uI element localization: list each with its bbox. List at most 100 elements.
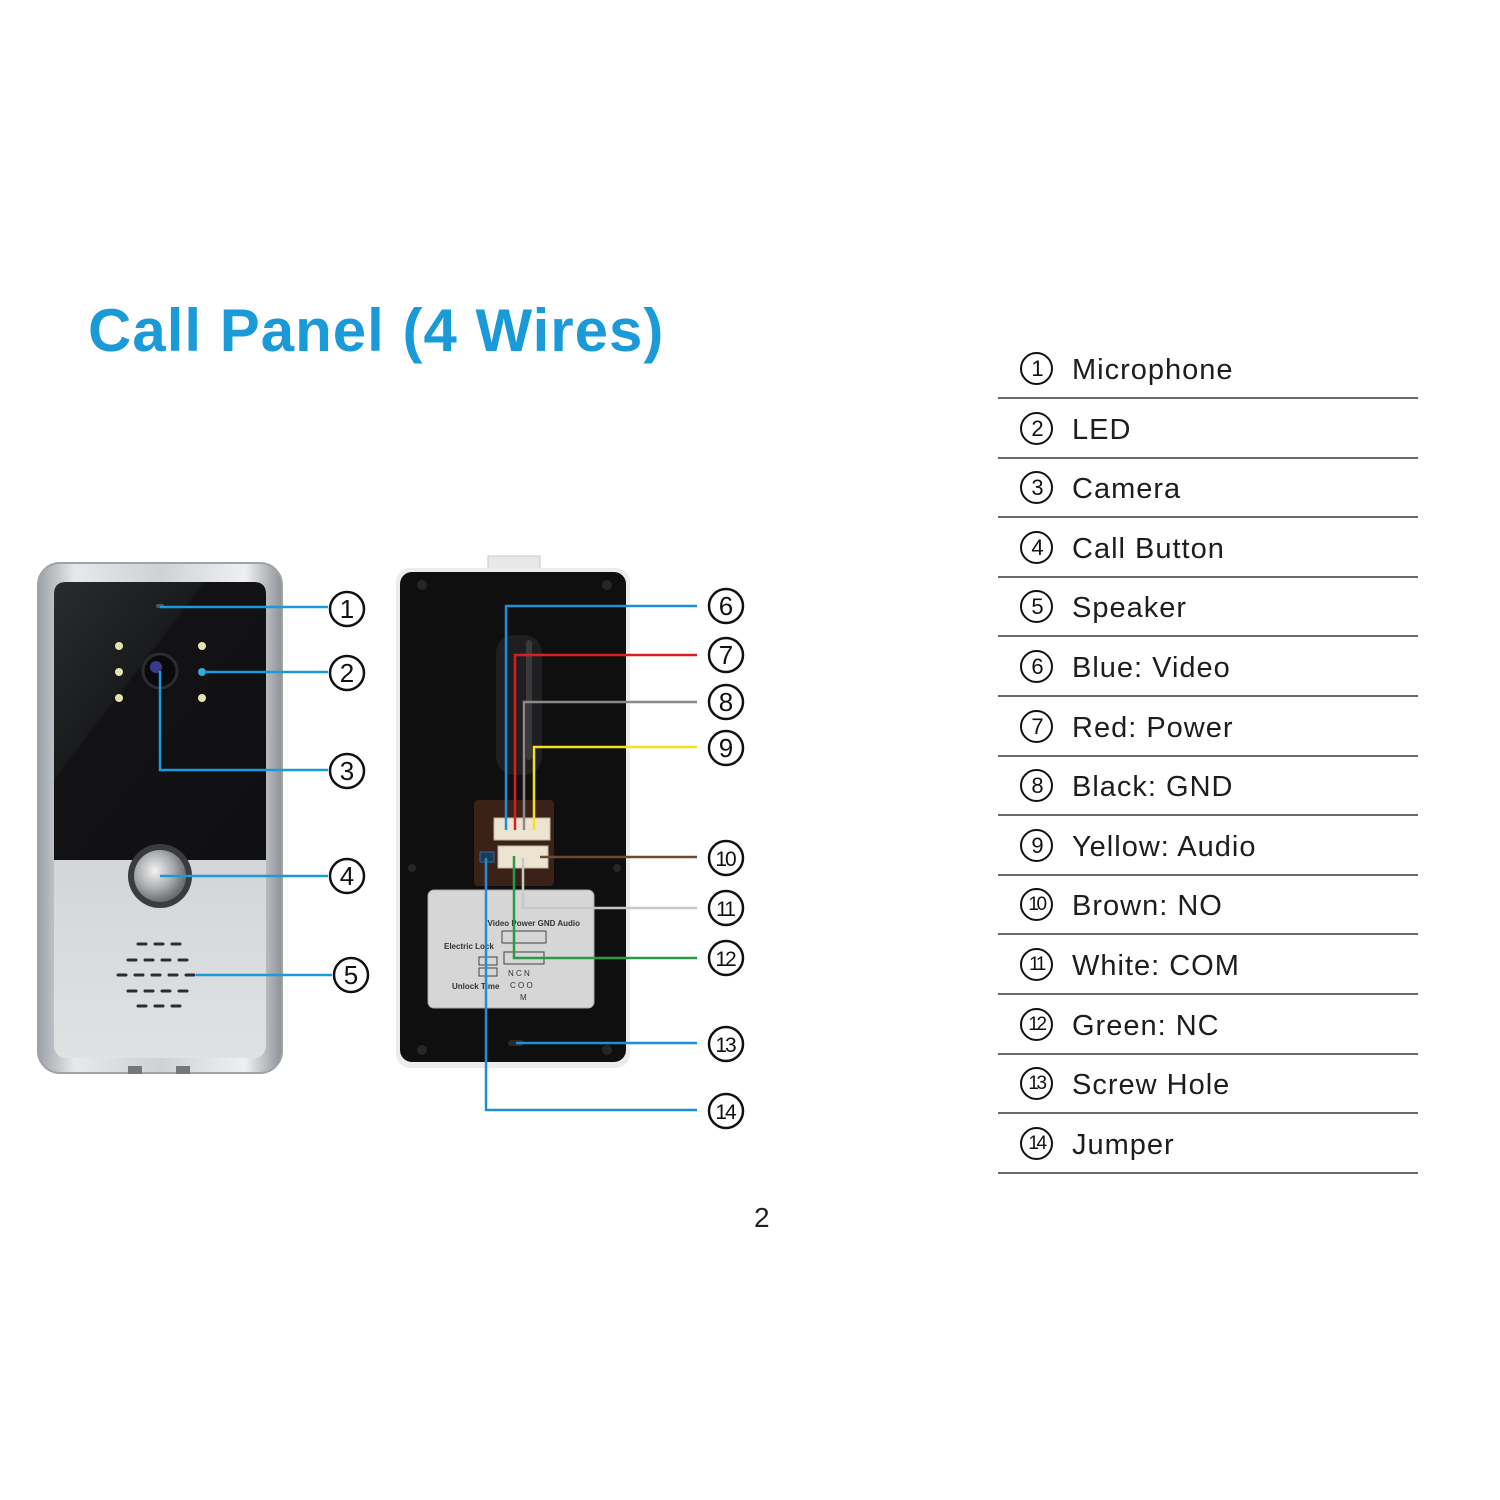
legend-number: 3 — [1020, 471, 1053, 505]
speaker-grille — [116, 942, 196, 1008]
legend-number: 7 — [1020, 709, 1053, 743]
legend-number: 11 — [1020, 947, 1053, 981]
front-panel — [37, 562, 283, 1074]
legend-number: 13 — [1020, 1067, 1053, 1101]
callout-number: 8 — [719, 687, 733, 717]
legend-item: 11 White: COM — [998, 938, 1418, 995]
callout-number: 4 — [340, 861, 354, 891]
wire-leaders — [484, 604, 697, 1112]
legend-item: 2 LED — [998, 402, 1418, 459]
callout-9: 9 — [707, 729, 745, 767]
page-number: 2 — [754, 1202, 770, 1233]
led — [115, 642, 123, 650]
legend-item: 9 Yellow: Audio — [998, 819, 1418, 876]
callout-number: 10 — [715, 848, 736, 871]
legend-label: Brown: NO — [1072, 890, 1223, 923]
callout-number: 11 — [716, 898, 735, 921]
callout-number: 6 — [719, 591, 733, 621]
legend-item: 1 Microphone — [998, 342, 1418, 399]
page-title: Call Panel (4 Wires) — [88, 297, 665, 364]
led — [198, 694, 206, 702]
camera-lens-glint — [150, 661, 162, 673]
callout-4: 4 — [328, 857, 366, 895]
cable-slot-highlight — [526, 640, 532, 760]
legend-number: 1 — [1020, 352, 1053, 385]
legend-number: 10 — [1020, 888, 1053, 922]
sticker-header: Video Power GND Audio — [488, 919, 581, 928]
legend-label: Yellow: Audio — [1072, 830, 1257, 863]
wire-black-gnd — [522, 700, 697, 830]
legend-number: 8 — [1020, 769, 1053, 803]
legend-item: 10 Brown: NO — [998, 878, 1418, 936]
wire-white-com — [521, 858, 697, 910]
callout-13: 13 — [707, 1025, 745, 1063]
callout-5: 5 — [332, 956, 370, 994]
leader-3 — [158, 671, 328, 772]
legend-label: Red: Power — [1072, 711, 1234, 744]
legend-item: 3 Camera — [998, 461, 1418, 519]
legend-number: 12 — [1020, 1007, 1053, 1041]
legend-item: 7 Red: Power — [998, 700, 1418, 757]
led — [115, 668, 123, 676]
legend-label: Call Button — [1072, 532, 1225, 565]
callout-2: 2 — [328, 654, 366, 692]
callout-7: 7 — [707, 636, 745, 674]
legend-label: Speaker — [1072, 592, 1188, 625]
legend-label: LED — [1072, 413, 1132, 446]
legend-label: Black: GND — [1072, 771, 1234, 804]
sticker-electric-lock: Electric Lock — [444, 942, 494, 951]
sticker-unlock-time: Unlock Time — [452, 982, 500, 991]
callout-number: 2 — [340, 658, 354, 688]
callout-14: 14 — [707, 1092, 745, 1130]
callout-number: 12 — [715, 948, 736, 971]
sticker-terminal-m: M — [520, 993, 527, 1002]
legend-label: White: COM — [1072, 949, 1240, 982]
led — [198, 642, 206, 650]
callout-12: 12 — [707, 939, 745, 977]
legend-item: 13 Screw Hole — [998, 1057, 1418, 1115]
wire-red-power — [513, 653, 697, 830]
legend-number: 2 — [1020, 411, 1053, 445]
sticker-terminal-top: N C N — [508, 969, 530, 978]
corner-screws — [408, 580, 621, 1055]
legend-label: Blue: Video — [1072, 651, 1231, 684]
legend-number: 14 — [1020, 1126, 1053, 1160]
callout-number: 3 — [340, 756, 354, 786]
callout-3: 3 — [328, 752, 366, 790]
callout-number: 9 — [719, 733, 733, 763]
legend-label: Microphone — [1072, 354, 1234, 386]
legend-label: Screw Hole — [1072, 1069, 1231, 1102]
front-callout-leaders — [158, 605, 332, 977]
legend-item: 8 Black: GND — [998, 759, 1418, 817]
callout-11: 11 — [707, 889, 745, 927]
bottom-notch — [176, 1066, 190, 1074]
leader-jumper — [484, 858, 697, 1112]
callout-8: 8 — [707, 683, 745, 721]
front-callouts: 1 2 3 4 5 — [328, 590, 370, 994]
legend-number: 9 — [1020, 828, 1053, 862]
bottom-notch — [128, 1066, 142, 1074]
led — [115, 694, 123, 702]
wiring-sticker — [427, 889, 595, 1009]
callout-number: 5 — [344, 960, 358, 990]
legend-number: 5 — [1020, 590, 1053, 624]
legend-label: Camera — [1072, 473, 1182, 506]
led — [198, 668, 206, 676]
callout-1: 1 — [328, 590, 366, 628]
back-callouts: 6 7 8 9 10 11 12 13 14 — [707, 587, 745, 1130]
sticker-4pin-diagram — [501, 930, 547, 944]
legend-number: 6 — [1020, 649, 1053, 683]
callout-number: 1 — [340, 594, 354, 624]
callout-number: 13 — [715, 1034, 736, 1057]
callout-number: 14 — [715, 1101, 737, 1124]
wire-blue-video — [504, 604, 697, 830]
sticker-jumper-diagram — [478, 956, 498, 966]
callout-number: 7 — [719, 640, 733, 670]
sticker-terminal-bottom: C O O — [510, 981, 533, 990]
legend-item: 6 Blue: Video — [998, 640, 1418, 697]
